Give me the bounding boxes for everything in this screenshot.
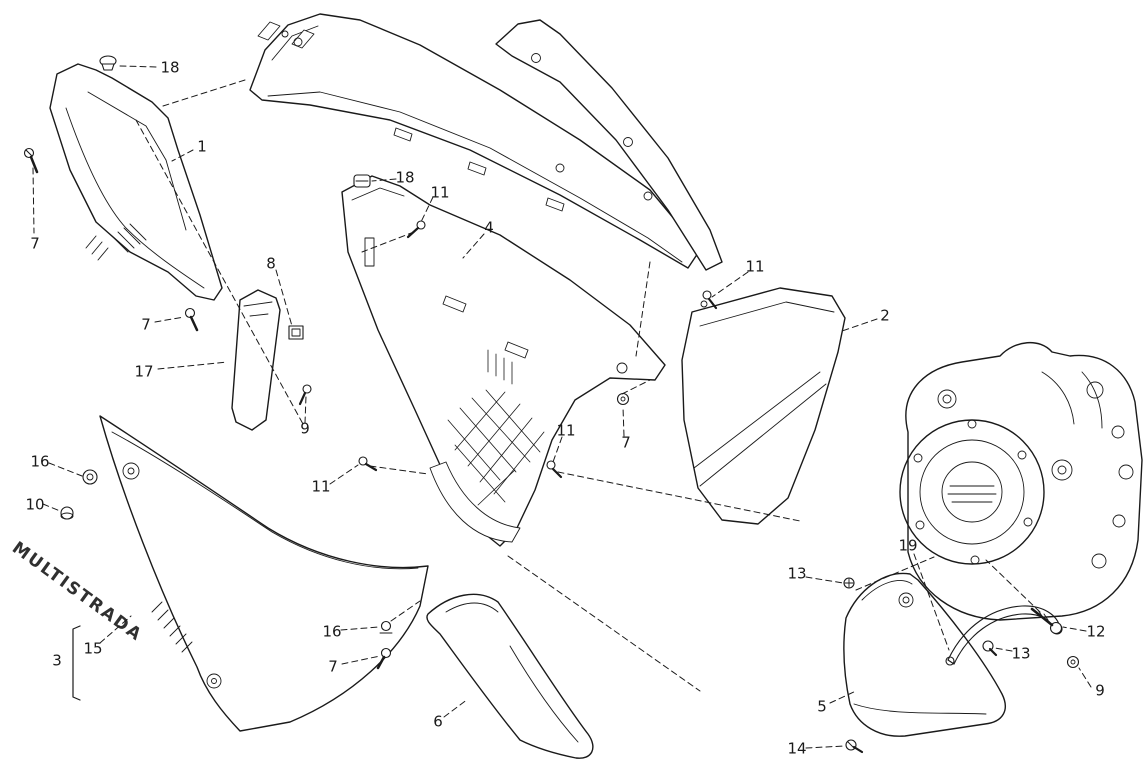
screw-7-icon (23, 147, 39, 174)
part-top-trim-strip (495, 19, 723, 271)
callout-7: 7 (141, 315, 151, 334)
grommet-18-icon (353, 174, 371, 188)
bolt-13-icon (843, 577, 855, 589)
part-3-left-side-panel (99, 415, 429, 732)
callout-1: 1 (197, 137, 207, 156)
callout-18: 18 (395, 168, 415, 187)
callout-11: 11 (745, 257, 765, 276)
callout-8: 8 (266, 254, 276, 273)
callout-2: 2 (880, 306, 890, 325)
screw-12-icon (1030, 607, 1063, 635)
screw-9-icon (298, 384, 312, 406)
callout-11: 11 (311, 477, 331, 496)
screw-11-icon (358, 456, 378, 472)
screw-14-icon (845, 739, 864, 754)
screw-11-icon (546, 460, 563, 479)
callout-9: 9 (300, 419, 310, 438)
callout-13: 13 (787, 564, 807, 583)
callout-13: 13 (1011, 644, 1031, 663)
part-6-lower-strip (426, 593, 594, 759)
part-3-edge-stripes (151, 601, 193, 653)
screw-7-icon (184, 307, 199, 332)
nut-10-icon (60, 506, 74, 520)
grommet-18-icon (99, 55, 117, 71)
callout-15: 15 (83, 639, 103, 658)
callout-6: 6 (433, 712, 443, 731)
callout-7: 7 (621, 433, 631, 452)
fasteners (23, 55, 1080, 754)
callout-16: 16 (322, 622, 342, 641)
callout-16: 16 (30, 452, 50, 471)
part-top-fairing-panel (249, 13, 701, 269)
screw-7-icon (376, 647, 392, 670)
bolt-13-icon (982, 640, 998, 657)
callout-3: 3 (52, 651, 62, 670)
callout-10: 10 (25, 495, 45, 514)
callout-12: 12 (1086, 622, 1106, 641)
part-4-center-fairing (341, 175, 666, 547)
part-1-grille-lines (85, 223, 147, 261)
callout-7: 7 (30, 234, 40, 253)
screw-11-icon (702, 290, 718, 310)
callout-18: 18 (160, 58, 180, 77)
part-5-lower-right-panel (843, 572, 1006, 737)
nut-9-icon (1066, 655, 1080, 669)
callout-19: 19 (898, 536, 918, 555)
callout-11: 11 (556, 421, 576, 440)
callout-9: 9 (1095, 681, 1105, 700)
nut-7-icon (616, 392, 630, 406)
callout-3-bracket (72, 625, 81, 701)
clip-8-icon (288, 325, 304, 340)
callout-11: 11 (430, 183, 450, 202)
callout-4: 4 (484, 218, 494, 237)
callout-14: 14 (787, 739, 807, 758)
part-4-crosshatch (447, 349, 545, 506)
leader-lines (32, 65, 1092, 749)
engine-crankcase (899, 341, 1143, 621)
part-17-pad (231, 289, 281, 431)
callout-17: 17 (134, 362, 154, 381)
bolt-16-icon (379, 620, 393, 634)
part-2-right-panel (681, 287, 846, 525)
washer-16-icon (82, 469, 98, 485)
callout-7: 7 (328, 657, 338, 676)
part-1-upper-left-fairing (49, 63, 223, 301)
callout-5: 5 (817, 697, 827, 716)
